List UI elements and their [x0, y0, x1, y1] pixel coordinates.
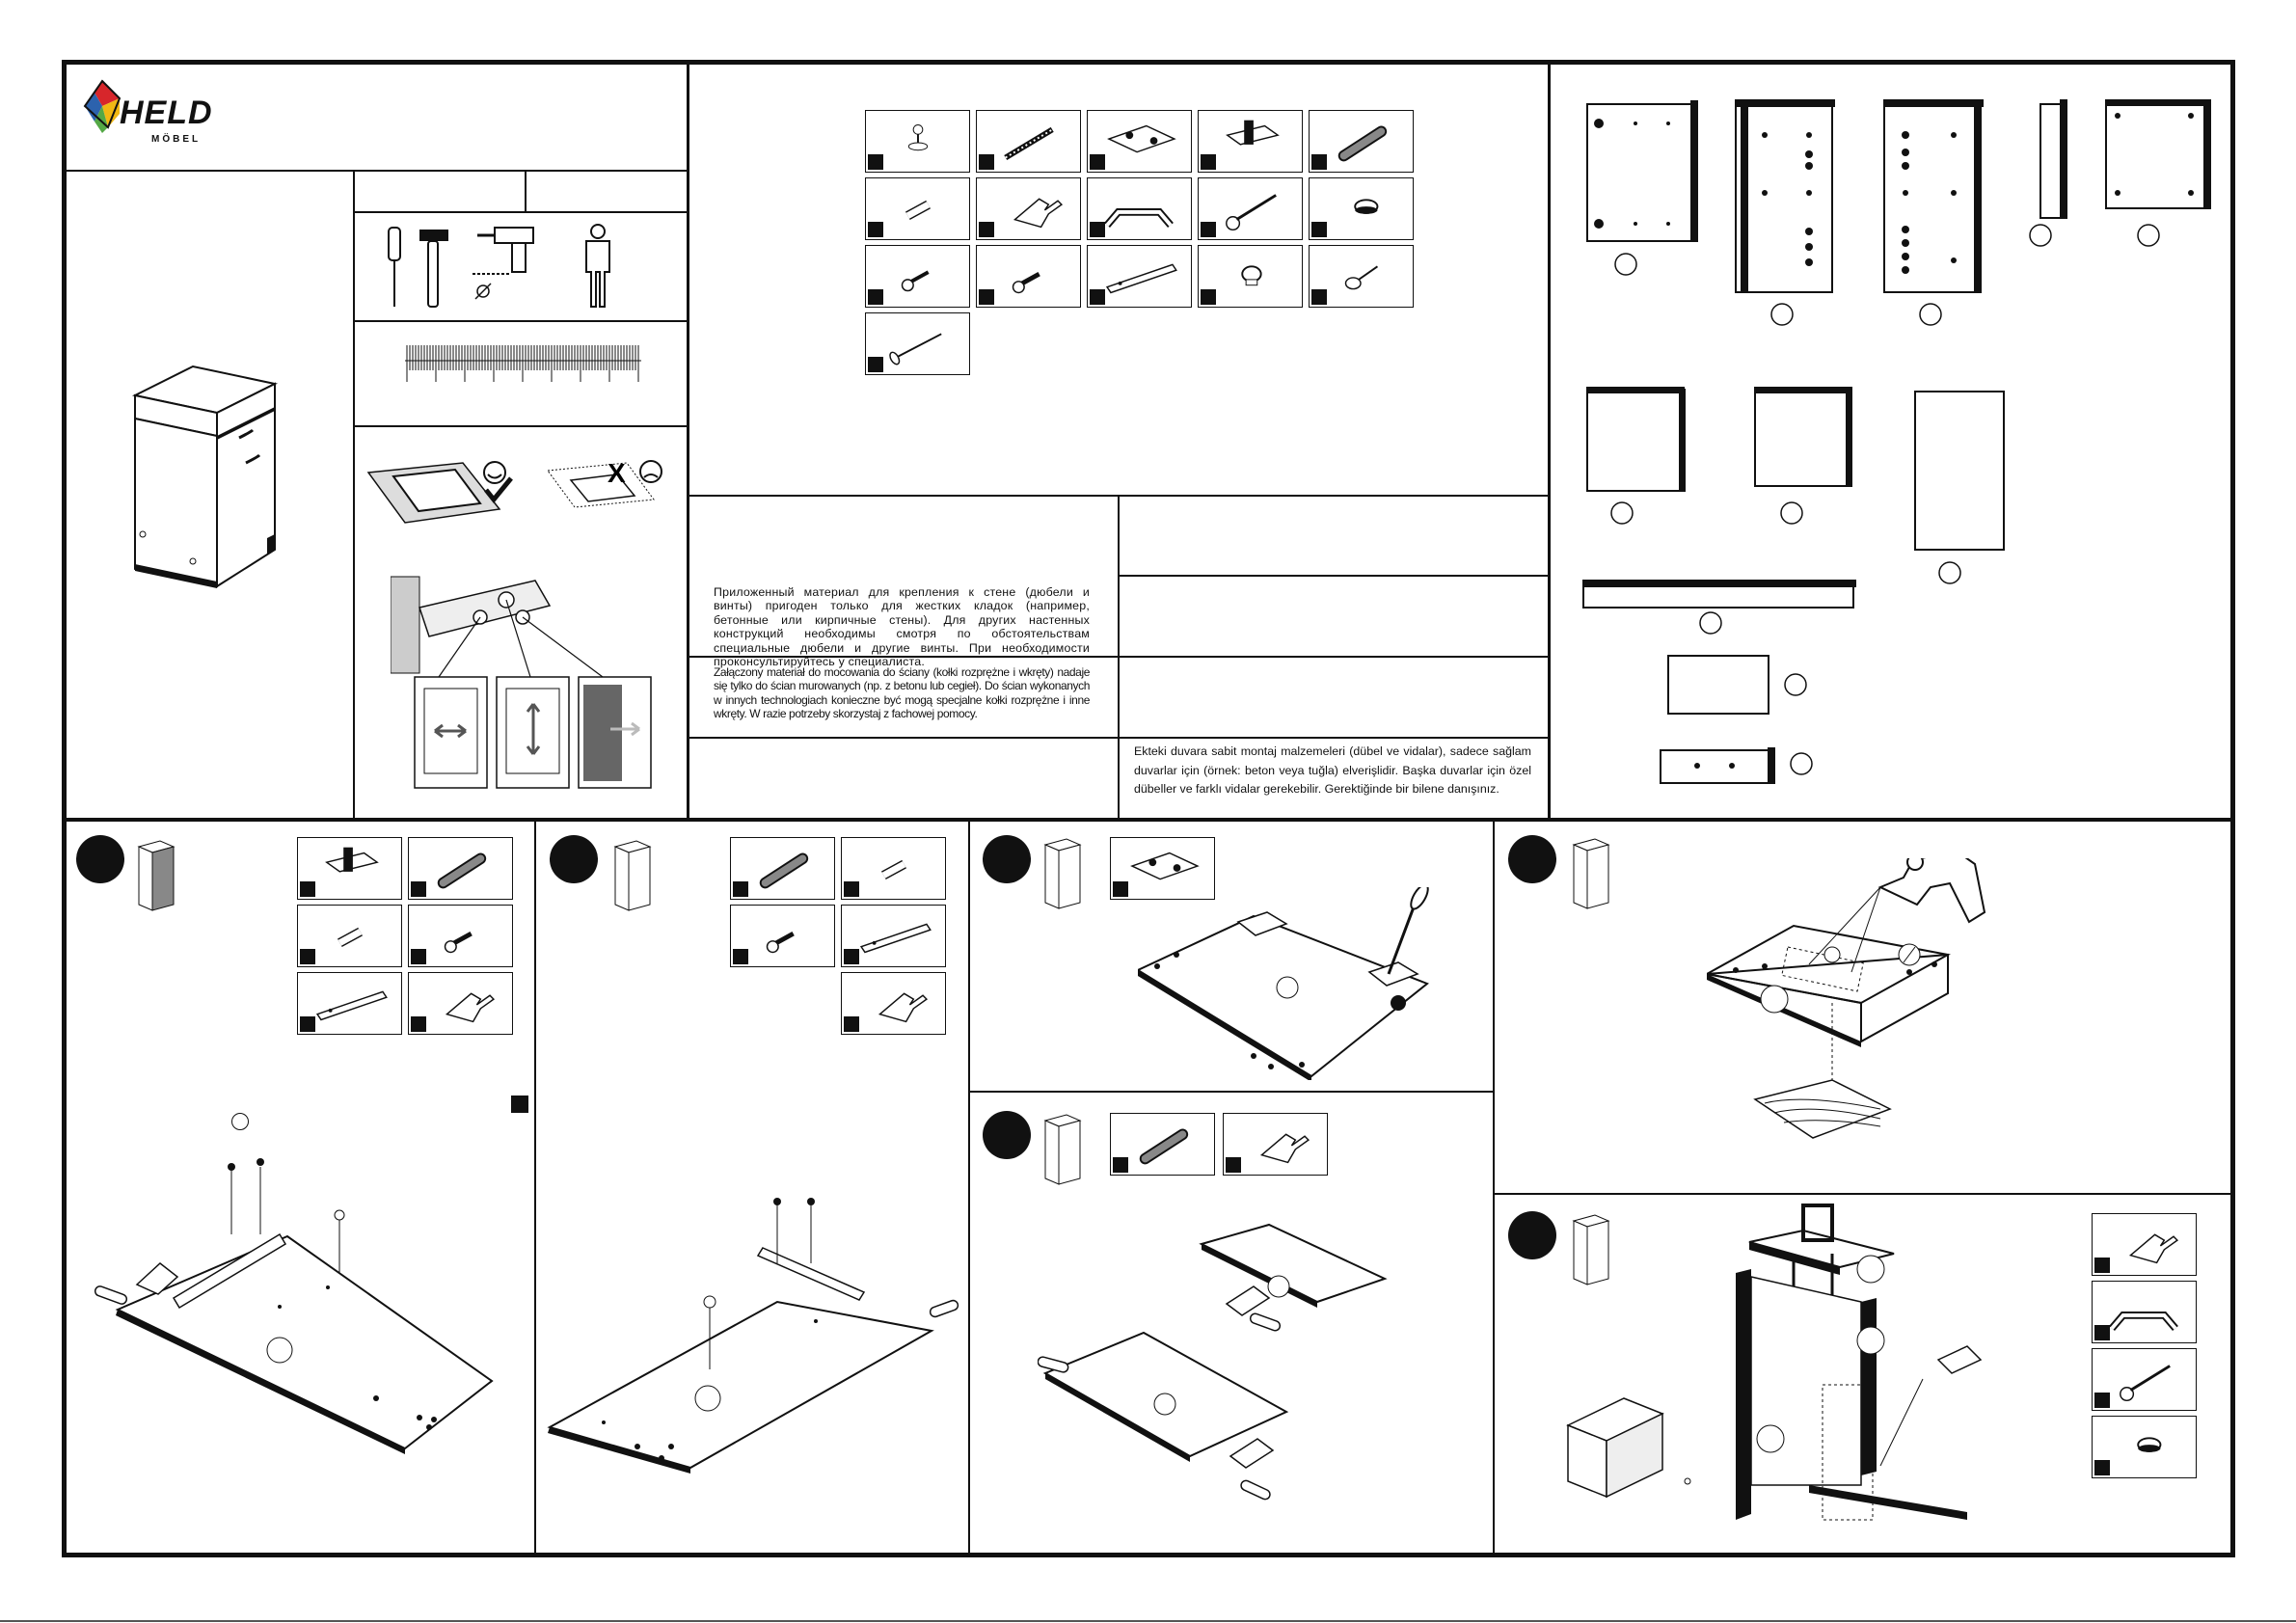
brand-sub: MÖBEL — [151, 134, 202, 145]
euro-screw-part — [976, 245, 1081, 308]
brand-name: HELD — [120, 95, 213, 131]
step-glue-bottle-part — [841, 972, 946, 1035]
cabinet-thumbnail — [1041, 1111, 1084, 1188]
cap-round-part — [1198, 245, 1303, 308]
divider — [353, 425, 687, 427]
cap-part — [1309, 177, 1414, 240]
step3-illustration — [1135, 883, 1466, 1082]
divider — [1493, 822, 1495, 1557]
step-hinge-part — [1110, 837, 1215, 900]
page-edge-line — [0, 1620, 2296, 1622]
step-glue-bottle-part — [408, 972, 513, 1035]
divider — [534, 822, 536, 1557]
cabinet-thumbnail — [1041, 835, 1084, 912]
cabinet-thumbnail — [611, 837, 654, 914]
brand-logo: HELD MÖBEL — [81, 77, 226, 154]
step-number-5 — [1508, 835, 1556, 883]
step-cam-bolt-part — [841, 837, 946, 900]
step-number-3 — [983, 835, 1031, 883]
handle-part — [1087, 177, 1192, 240]
step-number-6 — [1508, 1211, 1556, 1259]
tools-panel — [381, 224, 670, 315]
step5-illustration — [1704, 849, 2112, 1157]
divider — [525, 170, 527, 211]
cabinet-illustration — [125, 357, 289, 598]
cabinet-thumbnail — [1570, 835, 1612, 912]
step-cap-part — [2092, 1416, 2197, 1478]
divider — [353, 211, 687, 213]
step-cam-bolt-part — [297, 905, 402, 967]
smiley-happy-icon — [483, 461, 506, 484]
divider — [687, 737, 1548, 739]
divider — [968, 1091, 1493, 1093]
divider — [1118, 575, 1548, 577]
floor-protection-illustration: X — [365, 453, 673, 530]
divider — [687, 60, 689, 819]
step-drawer-runner-part — [297, 972, 402, 1035]
person-icon — [585, 224, 610, 308]
hinge-part — [1087, 110, 1192, 173]
page-frame — [62, 60, 2235, 1557]
hinge-adjustment-illustration — [390, 569, 680, 796]
glue-bottle-part — [976, 177, 1081, 240]
mounting-plate-part — [1198, 110, 1303, 173]
step1-illustration — [87, 1109, 511, 1456]
step-number-1 — [76, 835, 124, 883]
step-mounting-plate-part — [297, 837, 402, 900]
step-handle-part — [2092, 1281, 2197, 1343]
step-number-2 — [550, 835, 598, 883]
ruler-scale — [405, 341, 641, 390]
connector-part — [1309, 245, 1414, 308]
step-screw-part — [2092, 1348, 2197, 1411]
wall-screw-part — [976, 110, 1081, 173]
checkmark-icon — [484, 476, 513, 503]
warning-text-tr: Ekteki duvara sabit montaj malzemeleri (… — [1134, 744, 1531, 796]
warning-text-ru: Приложенный материал для крепления к сте… — [714, 585, 1090, 669]
drawer-runner-part — [1087, 245, 1192, 308]
step-glue-bottle-part — [1223, 1113, 1328, 1176]
leveling-foot-part — [865, 110, 970, 173]
short-screw-part — [865, 245, 970, 308]
cross-icon: X — [608, 458, 626, 488]
smiley-sad-icon — [639, 460, 662, 483]
part-marker — [231, 1113, 249, 1130]
divider — [62, 818, 2235, 822]
divider — [62, 170, 687, 172]
nail-part — [865, 312, 970, 375]
divider — [353, 320, 687, 322]
screw-part — [1198, 177, 1303, 240]
step-wooden-dowel-part — [730, 837, 835, 900]
hardware-parts-grid — [865, 110, 1420, 378]
divider — [687, 495, 1548, 497]
step-glue-bottle-part — [2092, 1213, 2197, 1276]
divider — [1493, 1193, 2235, 1195]
warning-text-pl: Załączony materiał do mocowania do ścian… — [714, 665, 1090, 721]
step-euro-screw-part — [408, 905, 513, 967]
step4-illustration — [1037, 1215, 1443, 1504]
divider — [353, 170, 355, 818]
step-wooden-dowel-part — [1110, 1113, 1215, 1176]
step6-illustration — [1543, 1196, 2073, 1553]
drill-icon — [473, 227, 534, 300]
divider — [968, 822, 970, 1557]
screwdriver-icon — [388, 227, 401, 307]
cabinet-thumbnail — [135, 837, 177, 914]
divider — [687, 656, 1548, 658]
hammer-icon — [419, 230, 448, 308]
part-marker-square — [511, 1096, 528, 1113]
step2-illustration — [546, 1186, 970, 1475]
panels-overview — [1572, 87, 2228, 800]
divider — [1548, 60, 1551, 819]
step-euro-screw-part — [730, 905, 835, 967]
step-wooden-dowel-part — [408, 837, 513, 900]
wooden-dowel-part — [1309, 110, 1414, 173]
cam-bolt-part — [865, 177, 970, 240]
step-drawer-runner-part — [841, 905, 946, 967]
step-number-4 — [983, 1111, 1031, 1159]
cabinet-thumbnail — [1570, 1211, 1612, 1288]
